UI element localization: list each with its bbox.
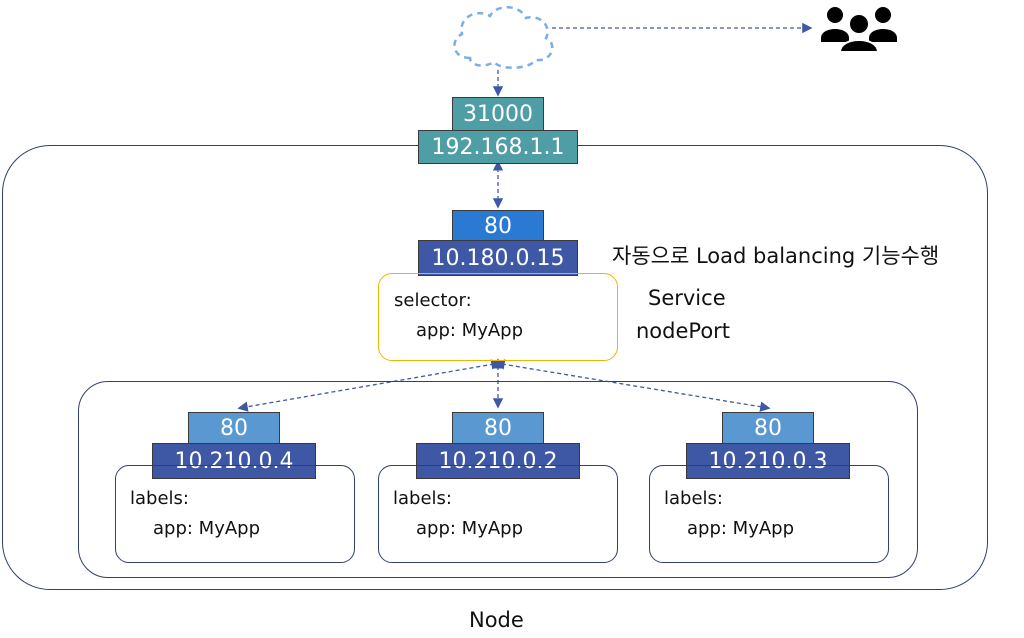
pod-labels-value: app: MyApp — [153, 518, 261, 539]
pod-labels-key: labels: — [130, 488, 189, 509]
pod-labels-key: labels: — [664, 488, 723, 509]
pod-labels-box: labels: app: MyApp — [115, 465, 355, 563]
pod-labels-key: labels: — [393, 488, 452, 509]
pod-port: 80 — [722, 412, 814, 444]
pods-group-boundary — [78, 381, 918, 578]
node-ip: 192.168.1.1 — [418, 130, 578, 164]
pod-labels-value: app: MyApp — [416, 518, 524, 539]
nodeport-port: 31000 — [452, 97, 544, 131]
pod-labels-box: labels: app: MyApp — [649, 465, 889, 563]
pod-port: 80 — [452, 412, 544, 444]
nodeport-label: nodePort — [636, 319, 731, 343]
service-selector-box: selector: app: MyApp — [378, 273, 618, 361]
pod-port: 80 — [188, 412, 280, 444]
service-label: Service — [648, 286, 726, 310]
selector-key: selector: — [394, 290, 472, 311]
service-cluster-ip: 10.180.0.15 — [418, 240, 578, 276]
pod-labels-box: labels: app: MyApp — [378, 465, 618, 563]
pod-ip: 10.210.0.4 — [152, 443, 316, 479]
pod-ip: 10.210.0.2 — [416, 443, 580, 479]
pod-labels-value: app: MyApp — [687, 518, 795, 539]
load-balancing-note: 자동으로 Load balancing 기능수행 — [612, 244, 940, 268]
users-group-icon — [821, 7, 897, 53]
pod-ip: 10.210.0.3 — [686, 443, 850, 479]
node-label: Node — [469, 608, 524, 632]
service-port: 80 — [452, 210, 544, 242]
cloud-icon — [453, 6, 554, 69]
selector-value: app: MyApp — [416, 320, 524, 341]
